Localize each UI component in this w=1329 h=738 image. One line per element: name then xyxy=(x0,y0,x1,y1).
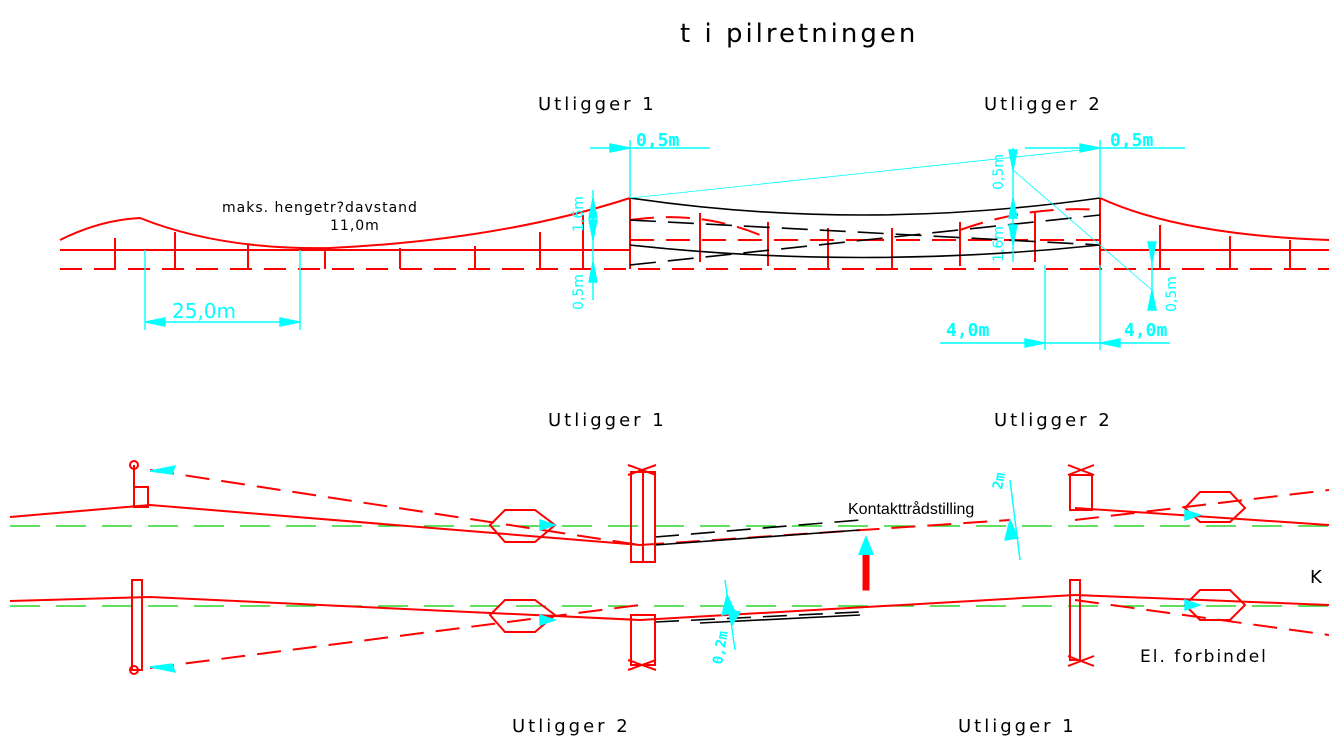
contact-wire-label: Kontakttrådstilling xyxy=(848,500,974,518)
dim-left-4m: 4,0m xyxy=(946,320,990,341)
direction-arrow xyxy=(862,554,870,591)
dim-lower-label: 0,2m xyxy=(710,630,732,666)
top-droppers xyxy=(114,198,1291,269)
top-dimension-labels: 25,0m 0,5m 0,5m 1,6m 0,5m 0,5m 1,6m 0,5m… xyxy=(172,130,1180,341)
dim-v-right-lower: 0,5m xyxy=(1164,276,1180,312)
bottom-top-arm1-label: Utligger 1 xyxy=(548,410,667,431)
top-arm1-label: Utligger 1 xyxy=(538,94,657,115)
bottom-poles xyxy=(129,460,1095,675)
edge-label-k: K xyxy=(1310,567,1325,588)
bottom-catenary-wires xyxy=(9,469,1329,669)
bottom-insulators xyxy=(488,491,1247,633)
max-dropper-label: maks. hengetr?davstand xyxy=(222,200,418,216)
edge-label-el: El. forbindel xyxy=(1140,647,1268,667)
dim-v-right-upper: 0,5m xyxy=(991,154,1007,190)
dim-v-left-lower: 0,5m xyxy=(571,274,587,310)
dim-right-4m: 4,0m xyxy=(1124,320,1168,341)
bottom-dimensions xyxy=(149,465,1203,673)
top-arm2-label: Utligger 2 xyxy=(984,94,1103,115)
bottom-arm1-label: Utligger 1 xyxy=(958,716,1077,737)
dim-span-label: 25,0m xyxy=(172,299,236,323)
top-dimensions xyxy=(144,140,1185,350)
drawing-title: t i pilretningen xyxy=(680,19,918,49)
dim-offset-right: 0,5m xyxy=(1110,130,1154,151)
bottom-dimension-labels: 2m 0,2m xyxy=(710,471,1009,665)
max-dropper-value: 11,0m xyxy=(330,218,380,234)
direction-arrow-head xyxy=(858,535,874,555)
bottom-top-arm2-label: Utligger 2 xyxy=(994,410,1113,431)
bottom-centerlines xyxy=(10,525,1329,607)
dim-upper-label: 2m xyxy=(990,471,1009,490)
top-contact-wires xyxy=(629,197,1101,266)
dim-v-right-mid: 1,6m xyxy=(991,226,1007,262)
dim-offset-left: 0,5m xyxy=(636,130,680,151)
dim-v-left-upper: 1,6m xyxy=(571,196,587,232)
bottom-contact-wires xyxy=(654,519,861,624)
bottom-arm2-label: Utligger 2 xyxy=(512,716,631,737)
